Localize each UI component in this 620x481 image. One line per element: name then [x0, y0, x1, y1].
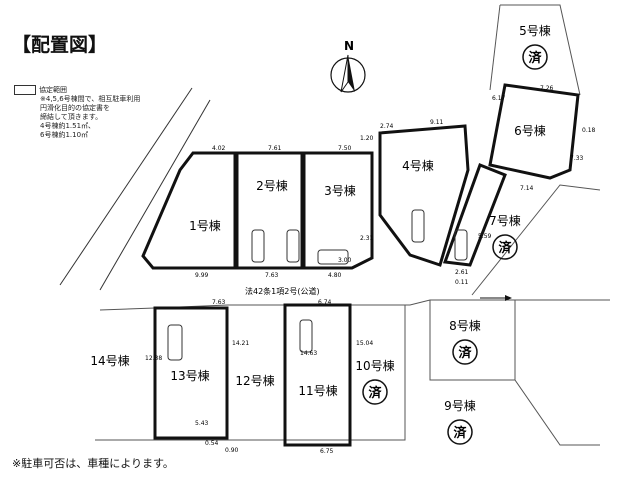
dimension-label: 4.80: [328, 272, 342, 279]
legend-line: ※4,5,6号棟間で、相互駐車利用: [40, 95, 141, 103]
dimension-label: 2.74: [380, 123, 394, 130]
car-icon: [317, 249, 349, 265]
dimension-label: 4.02: [212, 145, 226, 152]
lot-11-boundary: [283, 303, 352, 447]
dimension-label: 1.20: [360, 135, 374, 142]
lot-label: 2号棟: [256, 178, 288, 193]
sold-mark-circle: [362, 379, 388, 405]
dimension-label: 7.14: [520, 185, 534, 192]
agreement-boundaries: [141, 83, 580, 447]
arrow-icon: [480, 295, 512, 301]
dimension-label: 14.63: [300, 350, 317, 357]
legend-line: 4号棟約1.51㎡、: [40, 122, 96, 130]
lot-label: 12号棟: [235, 373, 274, 388]
north-label: N: [344, 39, 354, 53]
sold-mark: 済: [528, 50, 542, 66]
sold-mark: 済: [458, 345, 472, 361]
lot-label: 13号棟: [170, 368, 209, 383]
lot-label: 7号棟: [489, 213, 521, 228]
dimension-label: 7.63: [212, 299, 226, 306]
sold-mark: 済: [453, 425, 467, 441]
legend-line: 円滑化目的の協定書を: [40, 104, 110, 112]
dimension-label: 9.99: [195, 272, 209, 279]
car-icon: [286, 229, 300, 263]
dimension-label: 0.11: [455, 279, 469, 286]
car-icon: [251, 229, 265, 263]
dimension-label: 2.61: [455, 269, 469, 276]
legend-line: 締結して頂きます。: [40, 113, 103, 121]
dimension-label: 15.04: [356, 340, 373, 347]
dimension-label: 6.17: [492, 95, 506, 102]
lot-1-boundary: [141, 151, 237, 270]
dimension-label: 7.33: [570, 155, 584, 162]
dimension-label: 6.75: [320, 448, 334, 455]
side-road: [59, 87, 211, 291]
dimension-label: 7.50: [338, 145, 352, 152]
car-icon: [454, 229, 468, 261]
dimension-label: 7.26: [540, 85, 554, 92]
dimension-label: 5.43: [195, 420, 209, 427]
lot-label: 1号棟: [189, 218, 221, 233]
lot-2-boundary: [235, 151, 304, 270]
sold-mark-circle: [522, 44, 548, 70]
dimension-label: 7.63: [265, 272, 279, 279]
dimension-label: 9.11: [430, 119, 444, 126]
lot-6-boundary: [488, 83, 580, 180]
lot-label: 5号棟: [519, 23, 551, 38]
dimension-label: 6.74: [318, 299, 332, 306]
road-label: 法42条1項2号(公道): [245, 286, 320, 296]
dimension-label: 5.59: [478, 233, 492, 240]
lot-13-boundary: [153, 306, 229, 440]
lot-label: 3号棟: [324, 183, 356, 198]
car-icon: [167, 324, 183, 361]
lot-4-boundary: [378, 124, 470, 267]
lot-label: 11号棟: [298, 383, 337, 398]
dimension-label: 3.00: [338, 257, 352, 264]
dimension-label: 14.21: [232, 340, 249, 347]
lot-3-boundary: [302, 151, 374, 270]
lot-label: 6号棟: [514, 123, 546, 138]
lot-label: 9号棟: [444, 398, 476, 413]
legend-agreement-box: [14, 85, 36, 95]
parking-spots: [167, 209, 468, 361]
dimension-label: 0.18: [582, 127, 596, 134]
lot-label: 10号棟: [355, 358, 394, 373]
lot-label: 8号棟: [449, 318, 481, 333]
legend: 協定範囲 ※4,5,6号棟間で、相互駐車利用 円滑化目的の協定書を 締結して頂き…: [14, 85, 140, 140]
legend-line: 6号棟約1.10㎡: [40, 131, 89, 139]
sold-mark: 済: [498, 240, 512, 256]
dimension-label: 12.38: [145, 355, 162, 362]
north-arrow: N: [330, 39, 366, 93]
dimension-label: 7.61: [268, 145, 282, 152]
dimension-label: 0.54: [205, 440, 219, 447]
sold-mark-circle: [447, 419, 473, 445]
car-icon: [299, 319, 313, 353]
dimension-label: 2.31: [360, 235, 374, 242]
lot-boundaries: [95, 4, 610, 446]
sold-mark-circle: [492, 234, 518, 260]
sold-mark: 済: [368, 385, 382, 401]
lot-label: 4号棟: [402, 158, 434, 173]
page-title: 【配置図】: [12, 34, 108, 56]
lot-label: 14号棟: [90, 353, 129, 368]
dimension-label: 0.90: [225, 447, 239, 454]
parking-note: ※駐車可否は、車種によります。: [12, 457, 174, 470]
sold-mark-circle: [452, 339, 478, 365]
legend-box-label: 協定範囲: [39, 86, 67, 94]
car-icon: [411, 209, 425, 243]
